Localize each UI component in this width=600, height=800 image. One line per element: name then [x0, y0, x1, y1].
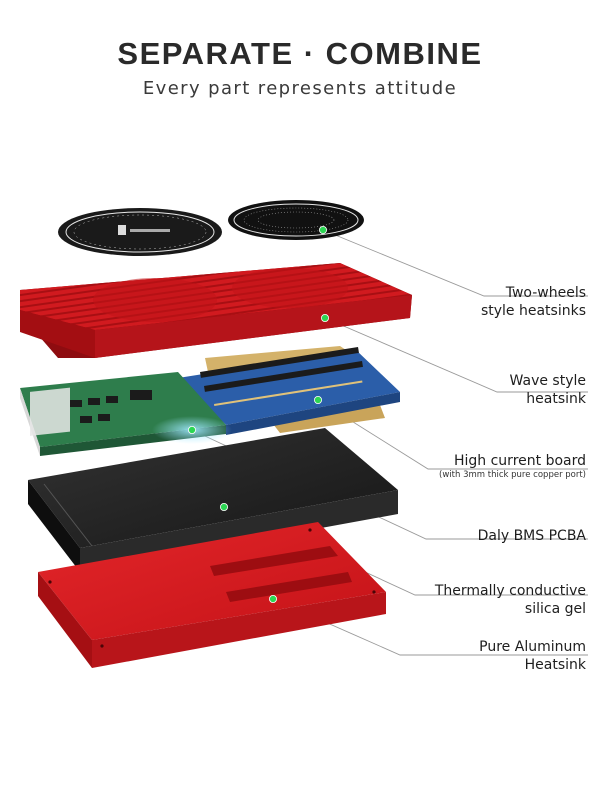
label-bms-line1: Daly BMS PCBA: [477, 528, 586, 544]
label-two-wheels-line2: style heatsinks: [480, 303, 586, 319]
marker-wave: [320, 313, 329, 322]
leader-line-two-wheels: [322, 229, 588, 297]
aluminum-heatsink: [38, 522, 386, 668]
label-thermal-line1: Thermally conductive: [434, 583, 586, 599]
label-wave-line1: Wave style: [509, 373, 586, 389]
label-two-wheels: Two-wheels style heatsinks: [481, 284, 586, 320]
label-high-current-line1: High current board: [453, 453, 586, 469]
wheel-heatsink-right: [228, 200, 364, 240]
marker-bms: [187, 425, 196, 434]
label-aluminum: Pure Aluminum Heatsink: [479, 638, 586, 674]
label-aluminum-line2: Heatsink: [524, 657, 586, 673]
label-high-current: High current board (with 3mm thick pure …: [439, 452, 586, 481]
label-bms: Daly BMS PCBA: [478, 527, 586, 545]
label-wave: Wave style heatsink: [510, 372, 586, 408]
label-wave-line2: heatsink: [526, 391, 586, 407]
label-aluminum-line1: Pure Aluminum: [479, 639, 586, 655]
high-current-board: [178, 346, 400, 435]
wave-heatsink: [20, 263, 412, 358]
callout-markers: [187, 225, 329, 604]
label-two-wheels-line1: Two-wheels: [505, 285, 586, 301]
wheel-heatsink-left: [58, 208, 222, 256]
page-subtitle: Every part represents attitude: [142, 78, 458, 99]
marker-high-current: [313, 395, 322, 404]
page-title: SEPARATE · COMBINE: [117, 36, 483, 71]
marker-thermal: [219, 502, 228, 511]
marker-aluminum: [268, 595, 277, 604]
label-thermal-line2: silica gel: [524, 601, 586, 617]
bms-pcba: [20, 372, 232, 456]
label-thermal: Thermally conductive silica gel: [435, 582, 586, 618]
label-high-current-note: (with 3mm thick pure copper port): [439, 470, 586, 480]
leader-line-high-current: [317, 399, 588, 470]
leader-line-wave: [324, 317, 588, 393]
marker-two-wheels: [318, 225, 327, 234]
